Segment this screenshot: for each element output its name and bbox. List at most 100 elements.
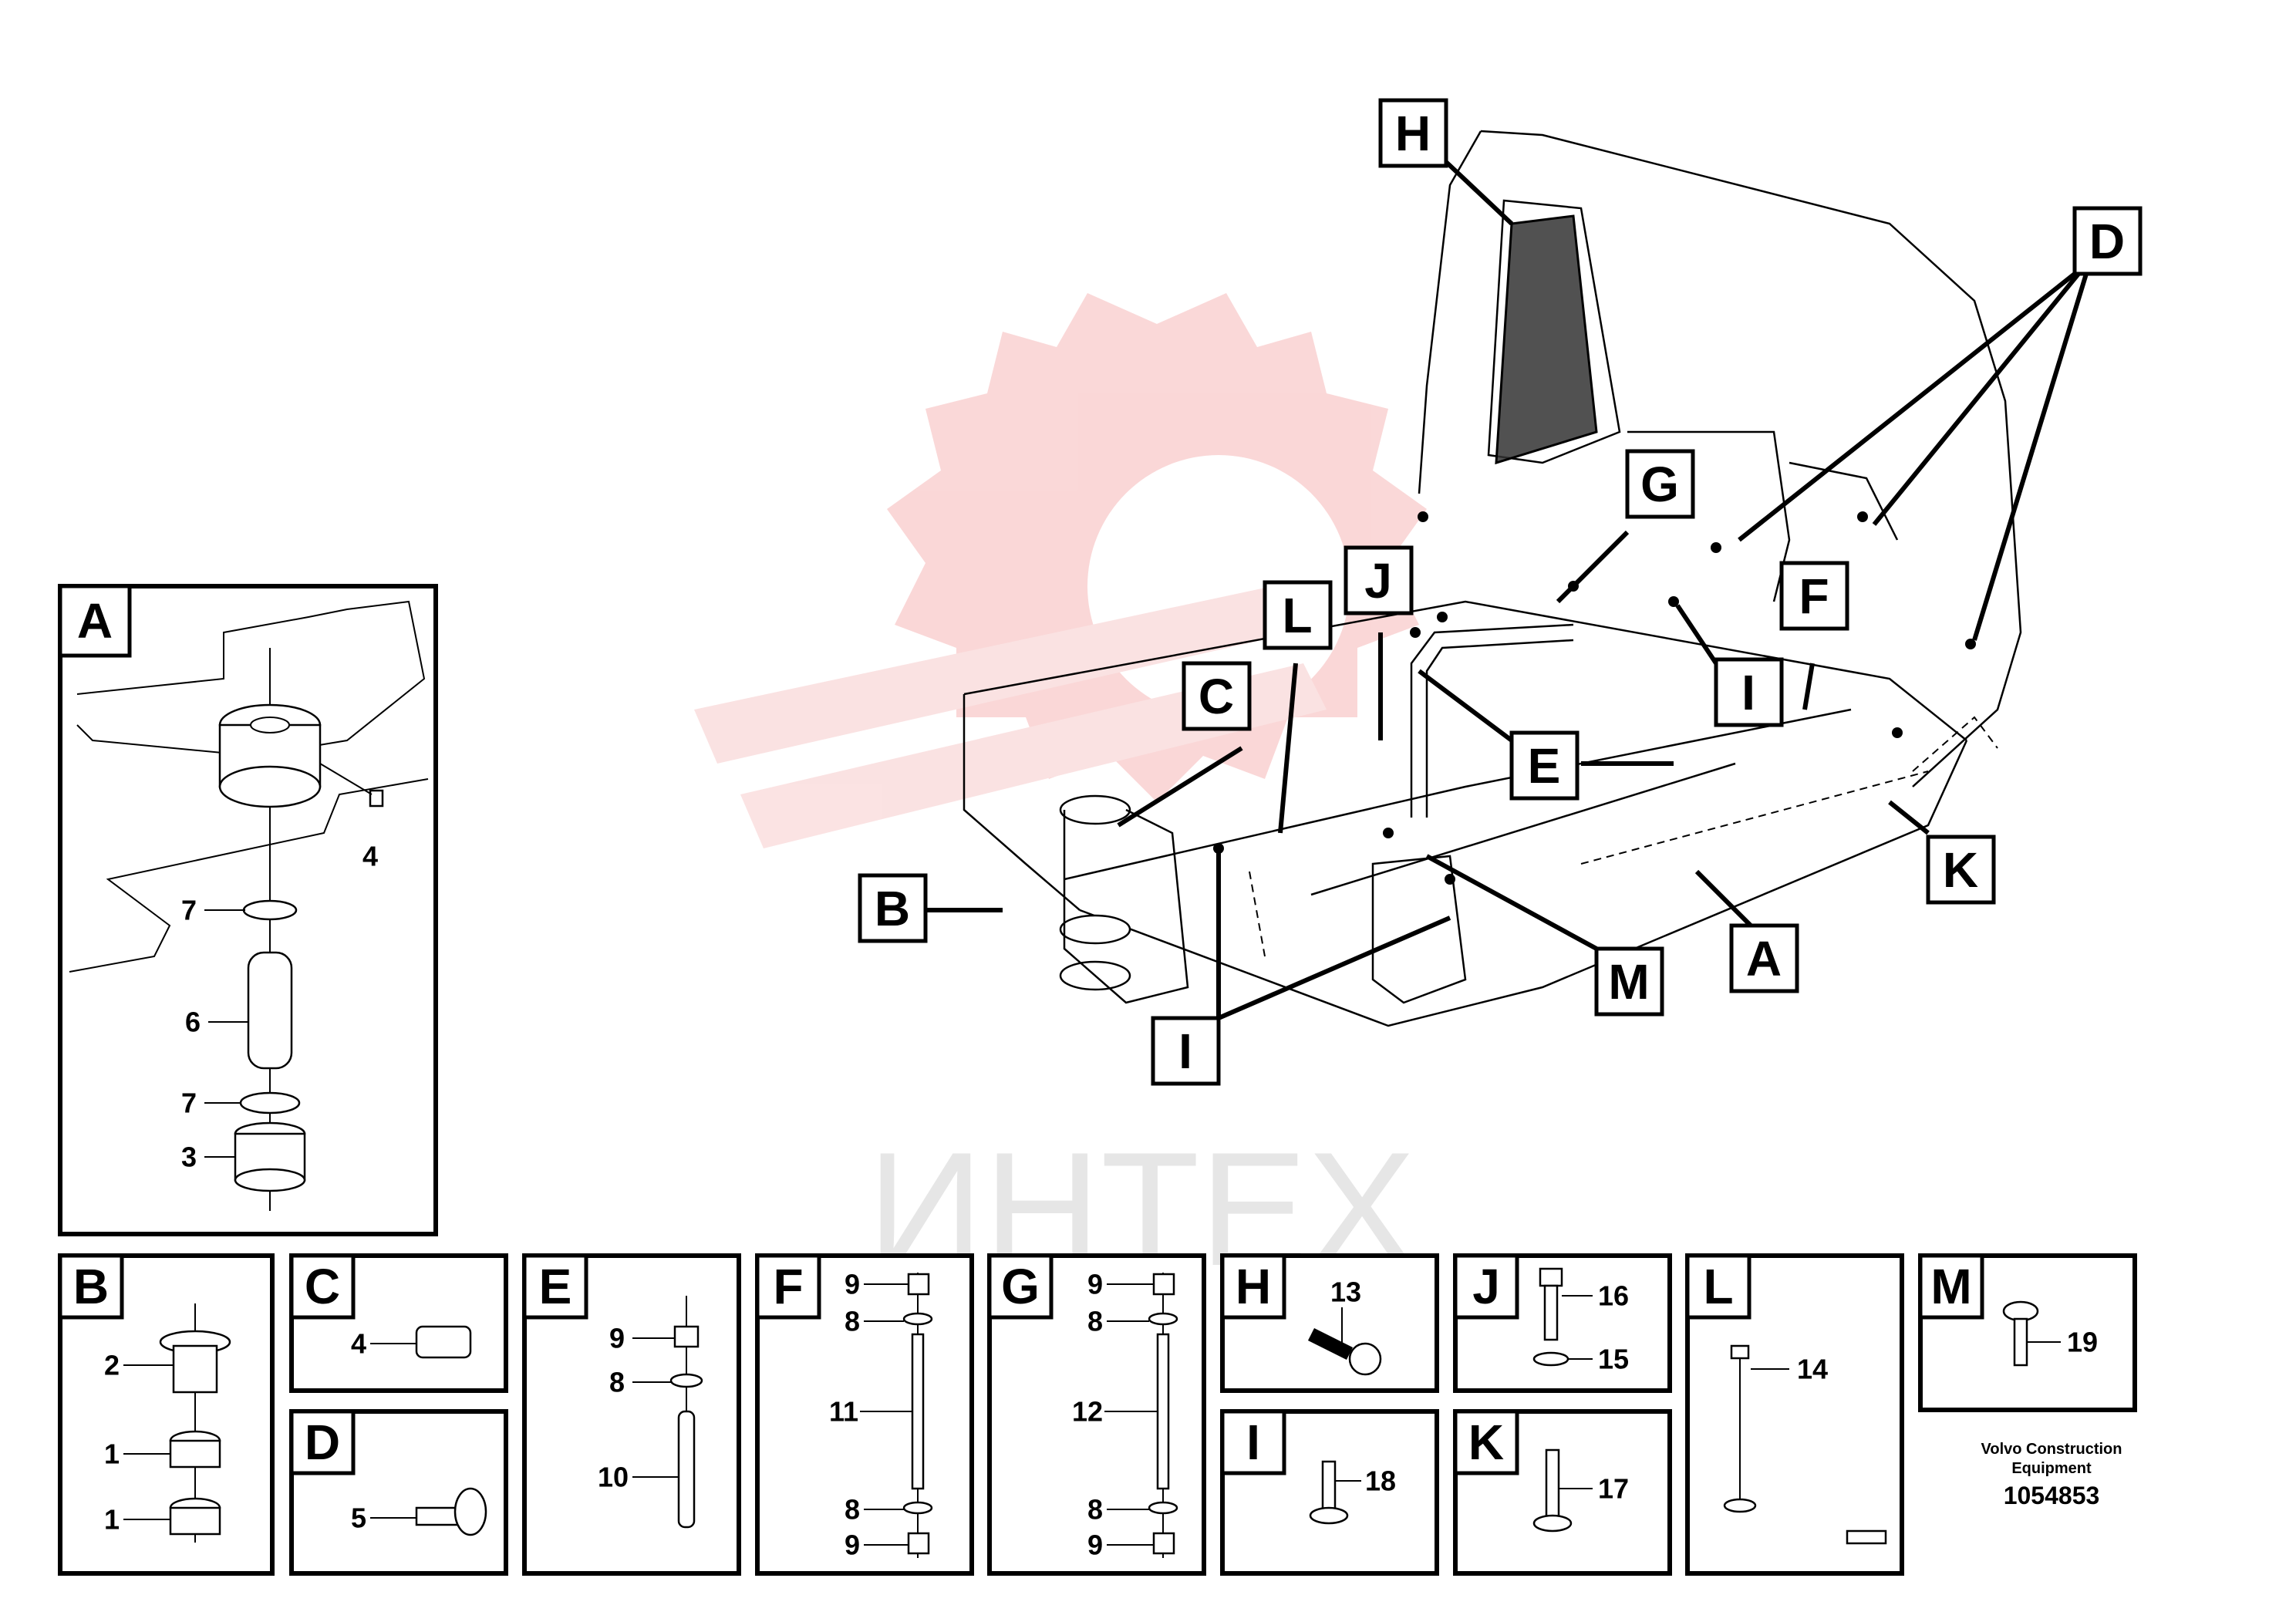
bolt-13 bbox=[1307, 1327, 1382, 1376]
svg-text:17: 17 bbox=[1598, 1473, 1629, 1505]
svg-text:I: I bbox=[1246, 1415, 1260, 1470]
panel-A: A 4 7 6 7 3 bbox=[58, 584, 438, 1236]
svg-text:6: 6 bbox=[185, 1007, 201, 1038]
callout-K[interactable]: K bbox=[1926, 835, 1996, 905]
svg-text:9: 9 bbox=[845, 1269, 860, 1300]
bushing-1-bottom bbox=[169, 1497, 221, 1536]
svg-text:5: 5 bbox=[351, 1502, 366, 1534]
panel-M: M 19 bbox=[1918, 1253, 2137, 1412]
svg-text:10: 10 bbox=[598, 1462, 629, 1493]
svg-text:9: 9 bbox=[1087, 1529, 1103, 1561]
svg-text:F: F bbox=[773, 1259, 803, 1314]
svg-text:J: J bbox=[1472, 1259, 1500, 1314]
footer-block: Volvo Construction Equipment 1054853 bbox=[1981, 1441, 2122, 1509]
svg-text:H: H bbox=[1236, 1259, 1271, 1314]
callout-B[interactable]: B bbox=[858, 873, 928, 943]
nut-9-bottom bbox=[1152, 1532, 1175, 1555]
svg-text:7: 7 bbox=[181, 1088, 197, 1119]
svg-text:1: 1 bbox=[104, 1504, 120, 1536]
washer-15 bbox=[1532, 1351, 1569, 1367]
panel-B: B 2 1 1 bbox=[58, 1253, 275, 1576]
svg-text:F: F bbox=[1799, 568, 1829, 624]
svg-text:8: 8 bbox=[845, 1306, 860, 1337]
svg-text:C: C bbox=[305, 1259, 340, 1314]
handrail bbox=[1723, 1401, 1887, 1545]
svg-text:9: 9 bbox=[609, 1323, 625, 1354]
panel-H: H 13 bbox=[1220, 1253, 1439, 1393]
svg-text:9: 9 bbox=[845, 1529, 860, 1561]
callout-A[interactable]: A bbox=[1729, 923, 1799, 993]
panel-L: L 14 bbox=[1685, 1253, 1904, 1576]
bolt-18 bbox=[1309, 1460, 1349, 1525]
svg-text:7: 7 bbox=[181, 895, 197, 926]
svg-text:G: G bbox=[1001, 1259, 1040, 1314]
bolt-5 bbox=[415, 1487, 487, 1536]
callout-M[interactable]: M bbox=[1594, 946, 1664, 1017]
svg-text:8: 8 bbox=[609, 1367, 625, 1398]
flanged-bushing-2 bbox=[159, 1330, 231, 1394]
boom-foot-bracket bbox=[1059, 794, 1189, 1004]
svg-text:E: E bbox=[539, 1259, 572, 1314]
svg-text:15: 15 bbox=[1598, 1344, 1629, 1375]
grease-nipple-4 bbox=[415, 1325, 472, 1359]
nut-9-top bbox=[1152, 1273, 1175, 1296]
washer-8-bottom bbox=[1148, 1501, 1178, 1515]
document-number: 1054853 bbox=[2004, 1482, 2100, 1509]
svg-text:Equipment: Equipment bbox=[2011, 1460, 2092, 1477]
panel-F: F 9 8 11 8 9 bbox=[755, 1253, 974, 1576]
svg-text:K: K bbox=[1468, 1415, 1504, 1470]
svg-text:M: M bbox=[1930, 1259, 1971, 1314]
svg-text:B: B bbox=[875, 881, 910, 936]
washer-8-top bbox=[902, 1312, 933, 1326]
callout-H[interactable]: H bbox=[1378, 98, 1448, 168]
svg-text:18: 18 bbox=[1365, 1465, 1396, 1497]
svg-text:M: M bbox=[1608, 954, 1649, 1010]
rod-11 bbox=[911, 1333, 925, 1490]
nut-9-bottom bbox=[907, 1532, 930, 1555]
svg-text:I: I bbox=[1741, 665, 1755, 720]
svg-text:I: I bbox=[1178, 1023, 1192, 1079]
svg-text:D: D bbox=[305, 1415, 340, 1470]
panel-C: C 4 bbox=[289, 1253, 508, 1393]
rod-10 bbox=[677, 1410, 696, 1529]
bolt-19 bbox=[2002, 1300, 2039, 1367]
grease-nipple-4 bbox=[319, 763, 384, 808]
svg-text:8: 8 bbox=[1087, 1306, 1103, 1337]
svg-text:E: E bbox=[1528, 738, 1561, 794]
oring-7-top bbox=[242, 899, 298, 921]
callout-G[interactable]: G bbox=[1625, 449, 1695, 519]
svg-text:Volvo Construction: Volvo Construction bbox=[1981, 1441, 2122, 1458]
svg-text:G: G bbox=[1640, 457, 1679, 512]
svg-text:11: 11 bbox=[829, 1396, 858, 1428]
callout-E[interactable]: E bbox=[1509, 730, 1580, 801]
svg-text:4: 4 bbox=[362, 841, 378, 872]
svg-text:9: 9 bbox=[1087, 1269, 1103, 1300]
svg-text:4: 4 bbox=[351, 1328, 366, 1360]
washer-8-bottom bbox=[902, 1501, 933, 1515]
panel-K: K 17 bbox=[1453, 1409, 1672, 1576]
grille-mesh bbox=[1495, 214, 1598, 465]
washer-8 bbox=[669, 1373, 703, 1388]
callout-C[interactable]: C bbox=[1182, 661, 1252, 731]
svg-text:J: J bbox=[1364, 553, 1392, 609]
callout-I-right[interactable]: I bbox=[1714, 657, 1784, 727]
svg-text:3: 3 bbox=[181, 1141, 197, 1173]
bolt-17 bbox=[1532, 1448, 1573, 1533]
svg-text:H: H bbox=[1395, 106, 1431, 161]
svg-text:8: 8 bbox=[1087, 1494, 1103, 1526]
callout-I-left[interactable]: I bbox=[1151, 1016, 1221, 1086]
rod-12 bbox=[1156, 1333, 1170, 1490]
nut-9 bbox=[673, 1325, 700, 1348]
svg-text:8: 8 bbox=[845, 1494, 860, 1526]
callout-F[interactable]: F bbox=[1779, 561, 1849, 631]
callout-J[interactable]: J bbox=[1344, 545, 1414, 615]
svg-text:12: 12 bbox=[1072, 1396, 1103, 1428]
svg-text:C: C bbox=[1199, 669, 1234, 724]
callout-L[interactable]: L bbox=[1263, 580, 1333, 650]
svg-text:K: K bbox=[1943, 842, 1978, 898]
svg-text:A: A bbox=[1746, 931, 1782, 986]
callout-D[interactable]: D bbox=[2072, 206, 2143, 276]
panel-G: G 9 8 12 8 9 bbox=[987, 1253, 1206, 1576]
bushing-1-top bbox=[169, 1430, 221, 1469]
